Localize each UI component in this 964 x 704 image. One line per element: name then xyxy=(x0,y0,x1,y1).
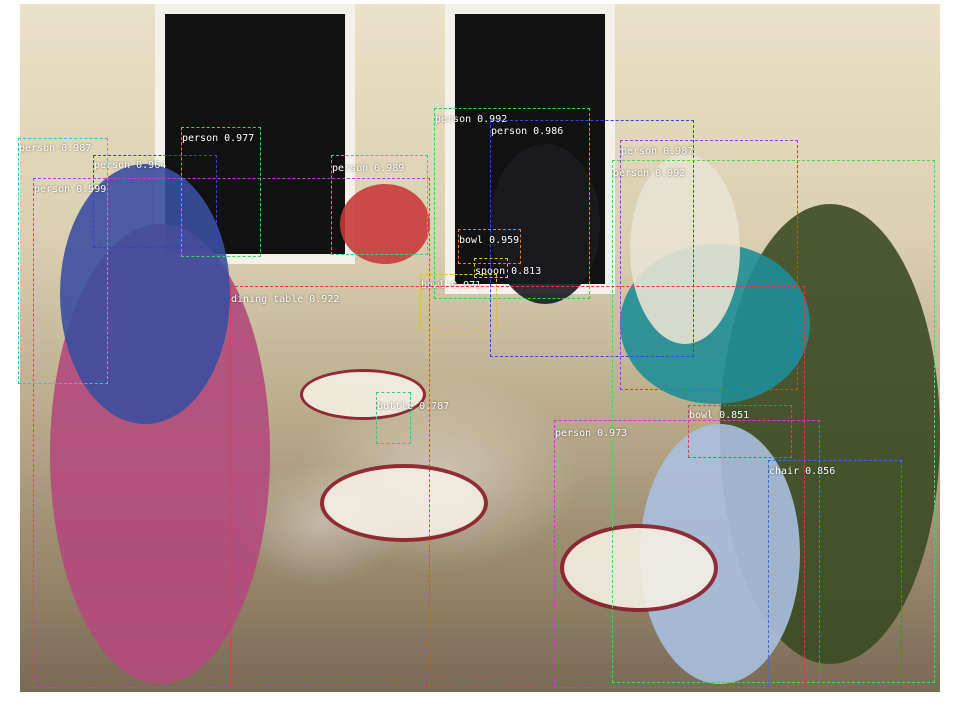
detection-box xyxy=(688,405,792,458)
detection-label: chair 0.856 xyxy=(769,466,836,477)
dish xyxy=(300,369,426,420)
detection-label: person 0.999 xyxy=(34,184,107,195)
detection-label: bowl 0.971 xyxy=(421,280,482,291)
detection-box xyxy=(181,127,261,257)
detection-box xyxy=(554,420,820,688)
detection-label: person 0.977 xyxy=(182,133,255,144)
detection-label: bowl 0.959 xyxy=(459,235,520,246)
dish xyxy=(320,464,488,542)
detection-box xyxy=(434,108,590,299)
detection-box xyxy=(612,160,935,683)
detection-label: bottle 0.787 xyxy=(377,401,450,412)
detection-label: person 0.987 xyxy=(19,143,92,154)
diner xyxy=(60,164,230,424)
detection-box xyxy=(474,258,508,278)
detection-label: person 0.989 xyxy=(332,163,405,174)
diner xyxy=(630,154,740,344)
detection-label: person 0.987 xyxy=(621,146,694,157)
detection-label: bowl 0.851 xyxy=(689,410,750,421)
detection-box xyxy=(331,155,428,255)
detection-label: person 0.973 xyxy=(555,428,628,439)
diner xyxy=(340,184,430,264)
detection-label: spoon 0.813 xyxy=(475,266,542,277)
detection-label: person 0.964 xyxy=(94,160,167,171)
detection-box xyxy=(490,120,694,357)
photo xyxy=(20,4,940,692)
detection-box xyxy=(93,155,217,248)
detection-box xyxy=(458,229,521,264)
detection-box xyxy=(620,140,798,390)
detection-box xyxy=(230,286,805,688)
dish xyxy=(560,524,718,612)
detection-box xyxy=(376,392,411,444)
detection-label: person 0.986 xyxy=(491,126,564,137)
diner xyxy=(490,144,600,304)
detection-label: person 0.992 xyxy=(435,114,508,125)
detection-label: dining table 0.922 xyxy=(231,294,340,305)
detection-box xyxy=(18,138,108,384)
detection-label: person 0.992 xyxy=(613,168,686,179)
detection-box xyxy=(420,274,497,330)
detection-box xyxy=(768,460,902,688)
